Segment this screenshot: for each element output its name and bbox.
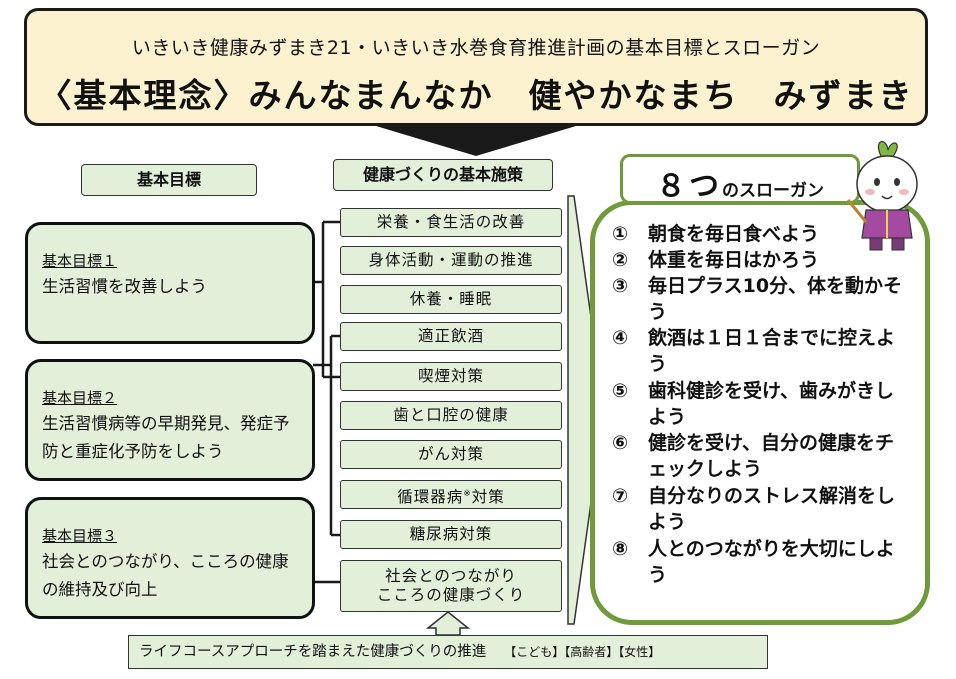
goal-text: 生活習慣病等の早期発見、発症予防と重症化予防をしよう <box>42 414 290 461</box>
slogan-number: ⑥ <box>612 432 629 454</box>
slogan-panel <box>590 200 930 625</box>
goal-box-2: 基本目標２ 生活習慣病等の早期発見、発症予防と重症化予防をしよう <box>25 359 315 481</box>
goal-text: 生活習慣を改善しよう <box>42 277 207 296</box>
slogan-title-count: ８つ <box>656 169 722 204</box>
measure-label-line-2: こころの健康づくり <box>376 586 526 604</box>
slogan-text: 体重を毎日はかろう <box>648 249 820 271</box>
slogan-title-box: ８つのスローガン <box>620 154 860 204</box>
measure-item: 喫煙対策 <box>340 362 562 391</box>
slogan-item: ⑦ 自分なりのストレス解消をしよう <box>612 483 912 535</box>
slogan-item: ④ 飲酒は１日１合までに控えよう <box>612 325 912 377</box>
bracket-goal-2 <box>313 334 340 537</box>
slogan-title: ８つのスローガン <box>623 161 857 205</box>
slogan-number: ③ <box>612 275 629 297</box>
measure-item: 歯と口腔の健康 <box>340 401 562 430</box>
slogan-number: ② <box>612 249 629 271</box>
slogan-item: ⑤ 歯科健診を受け、歯みがきしよう <box>612 378 912 430</box>
measure-item: 糖尿病対策 <box>340 520 562 549</box>
goal-text: 社会とのつながり、こころの健康の維持及び向上 <box>42 552 289 599</box>
footer-banner: ライフコースアプローチを踏まえた健康づくりの推進 【こども】【高齢者】【女性】 <box>128 635 768 669</box>
slogan-text: 飲酒は１日１合までに控えよう <box>648 327 896 375</box>
slogan-number: ④ <box>612 327 629 349</box>
slogan-text: 朝食を毎日食べよう <box>648 223 820 245</box>
slogan-number: ⑤ <box>612 380 629 402</box>
slogan-text: 歯科健診を受け、歯みがきしよう <box>648 380 895 428</box>
measure-item: 身体活動・運動の推進 <box>340 246 562 275</box>
measure-item: 循環器病※対策 <box>340 480 562 509</box>
slogan-text: 人とのつながりを大切にしよう <box>648 538 895 586</box>
slogan-text: 健診を受け、自分の健康をチェックしよう <box>648 432 895 480</box>
slogan-number: ① <box>612 223 629 245</box>
measure-item: 適正飲酒 <box>340 322 562 351</box>
goals-column-label: 基本目標 <box>81 164 257 196</box>
goal-title: 基本目標２ <box>42 389 118 407</box>
slogan-item: ③ 毎日プラス10分、体を動かそう <box>612 273 912 325</box>
measures-column-label: 健康づくりの基本施策 <box>333 159 553 191</box>
slogan-item: ⑥ 健診を受け、自分の健康をチェックしよう <box>612 430 912 482</box>
header-down-arrow <box>376 126 576 156</box>
footer-tags: 【こども】【高齢者】【女性】 <box>504 645 661 659</box>
goal-box-3: 基本目標３ 社会とのつながり、こころの健康の維持及び向上 <box>25 497 315 619</box>
goal-title: 基本目標３ <box>42 527 118 545</box>
slogan-title-label: のスローガン <box>722 181 824 201</box>
footer-up-arrow <box>425 611 471 636</box>
measure-label-suffix: 対策 <box>471 488 505 507</box>
mascot-icon <box>846 141 918 251</box>
measure-label-line-1: 社会とのつながり <box>385 567 517 585</box>
slogan-number: ⑧ <box>612 538 629 560</box>
measure-item: 栄養・食生活の改善 <box>340 208 562 237</box>
slogan-text: 自分なりのストレス解消をしよう <box>648 485 896 533</box>
measures-to-slogans-arrow <box>567 195 605 625</box>
slogan-number: ⑦ <box>612 485 629 507</box>
bracket-goal-1 <box>313 220 340 379</box>
measure-item: がん対策 <box>340 440 562 469</box>
measure-label: 循環器病 <box>397 488 464 507</box>
header-banner: いきいき健康みずまき21・いきいき水巻食育推進計画の基本目標とスローガン 〈基本… <box>24 8 928 126</box>
slogan-text: 毎日プラス10分、体を動かそう <box>648 275 903 323</box>
measure-note-mark: ※ <box>463 489 472 499</box>
header-subtitle: いきいき健康みずまき21・いきいき水巻食育推進計画の基本目標とスローガン <box>131 37 821 59</box>
slogan-item: ① 朝食を毎日食べよう <box>612 221 912 247</box>
slogan-item: ⑧ 人とのつながりを大切にしよう <box>612 536 912 588</box>
slogan-item: ② 体重を毎日はかろう <box>612 247 912 273</box>
footer-text: ライフコースアプローチを踏まえた健康づくりの推進 <box>139 644 487 660</box>
measure-item: 社会とのつながり こころの健康づくり <box>340 560 562 612</box>
goal-title: 基本目標１ <box>42 252 118 270</box>
measure-item: 休養・睡眠 <box>340 285 562 314</box>
header-title: 〈基本理念〉みんなまんなか 健やかなまち みずまき <box>38 76 914 115</box>
goal-box-1: 基本目標１ 生活習慣を改善しよう <box>25 222 315 344</box>
